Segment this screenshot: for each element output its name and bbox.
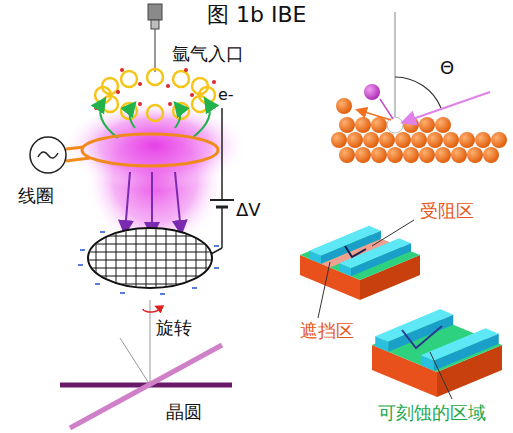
electron-label: e- (218, 86, 234, 104)
region-label: 可刻蚀的区域 (378, 403, 486, 423)
region-label: 遮挡区 (300, 321, 354, 341)
angle-label: Θ (440, 58, 454, 78)
region-label: 受阻区 (420, 201, 474, 221)
figure-title: 图 1b IBE (207, 3, 306, 27)
gas-inlet-label: 氩气入口 (172, 44, 244, 64)
wafer-label: 晶圆 (166, 402, 202, 422)
coil-label: 线圈 (18, 186, 54, 206)
voltage-label: ΔV (236, 200, 261, 220)
rotation-label: 旋转 (156, 318, 192, 338)
